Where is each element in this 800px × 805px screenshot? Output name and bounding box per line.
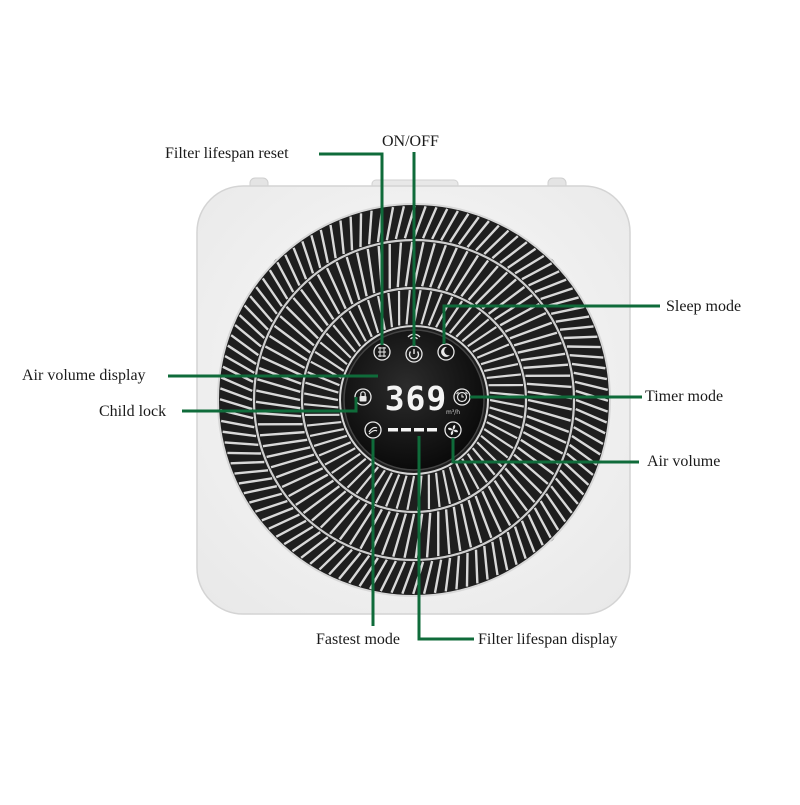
label-sleep-mode: Sleep mode xyxy=(666,298,741,316)
label-child-lock: Child lock xyxy=(99,403,166,421)
grille-slat xyxy=(351,217,352,251)
label-filter-lifespan-reset: Filter lifespan reset xyxy=(165,145,289,163)
label-filter-lifespan-display: Filter lifespan display xyxy=(478,631,618,649)
label-fastest-mode: Fastest mode xyxy=(316,631,400,649)
label-on-off: ON/OFF xyxy=(382,133,439,151)
grille-slat xyxy=(231,462,265,463)
label-air-volume-display: Air volume display xyxy=(22,367,146,385)
grille-slat xyxy=(360,213,361,247)
grille-slat xyxy=(564,337,598,338)
label-air-volume: Air volume xyxy=(647,453,720,471)
grille-slat xyxy=(227,453,261,454)
air-volume-readout: 369 xyxy=(380,381,452,417)
label-timer-mode: Timer mode xyxy=(645,388,723,406)
grille-slat xyxy=(476,550,477,584)
grille-slat xyxy=(467,553,468,587)
air-volume-unit: m³/h xyxy=(446,409,460,416)
grille-slat xyxy=(567,346,601,347)
